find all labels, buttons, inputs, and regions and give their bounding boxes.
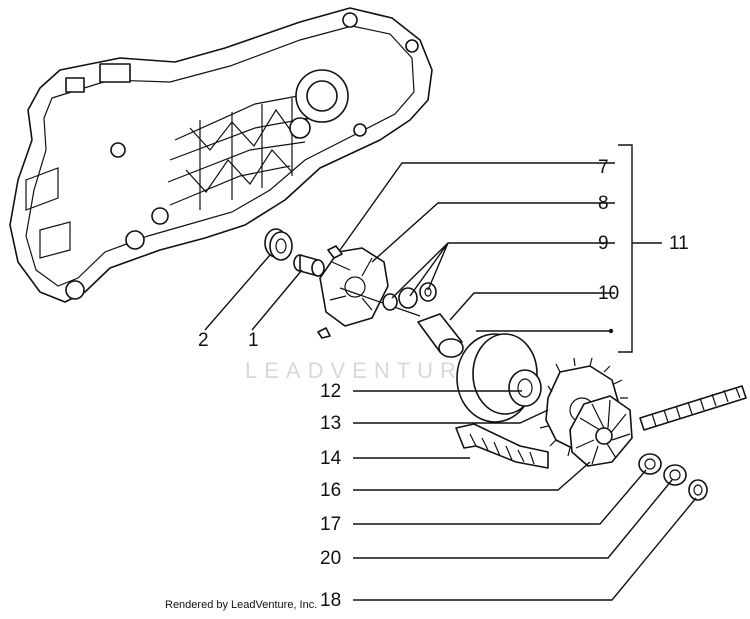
bearing-part <box>264 228 293 261</box>
callout-1: 1 <box>248 330 259 351</box>
callout-2: 2 <box>198 330 209 351</box>
callout-labels: 7 8 9 10 11 1 2 12 13 14 16 17 20 18 <box>198 157 689 611</box>
callout-13: 13 <box>320 413 341 434</box>
leader-lines <box>204 144 697 601</box>
callout-11: 11 <box>669 233 689 254</box>
callout-7: 7 <box>598 157 609 178</box>
watermark: LEADVENTURE <box>245 358 485 383</box>
callout-20: 20 <box>320 548 341 569</box>
credit-text: Rendered by LeadVenture, Inc. <box>165 599 317 611</box>
variator-drawing <box>317 245 464 358</box>
bushing-part <box>293 254 325 277</box>
pulley-assembly-drawing <box>456 333 708 501</box>
watermark-text: LEADVENTURE <box>245 358 485 383</box>
callout-12: 12 <box>320 381 341 402</box>
callout-10: 10 <box>598 283 619 304</box>
callout-8: 8 <box>598 193 609 214</box>
callout-16: 16 <box>320 480 341 501</box>
callout-17: 17 <box>320 514 341 535</box>
callout-14: 14 <box>320 448 342 469</box>
callout-9: 9 <box>598 233 609 254</box>
drive-belt-drawing <box>455 385 747 469</box>
crankcase-drawing <box>9 7 433 303</box>
callout-18: 18 <box>320 590 341 611</box>
